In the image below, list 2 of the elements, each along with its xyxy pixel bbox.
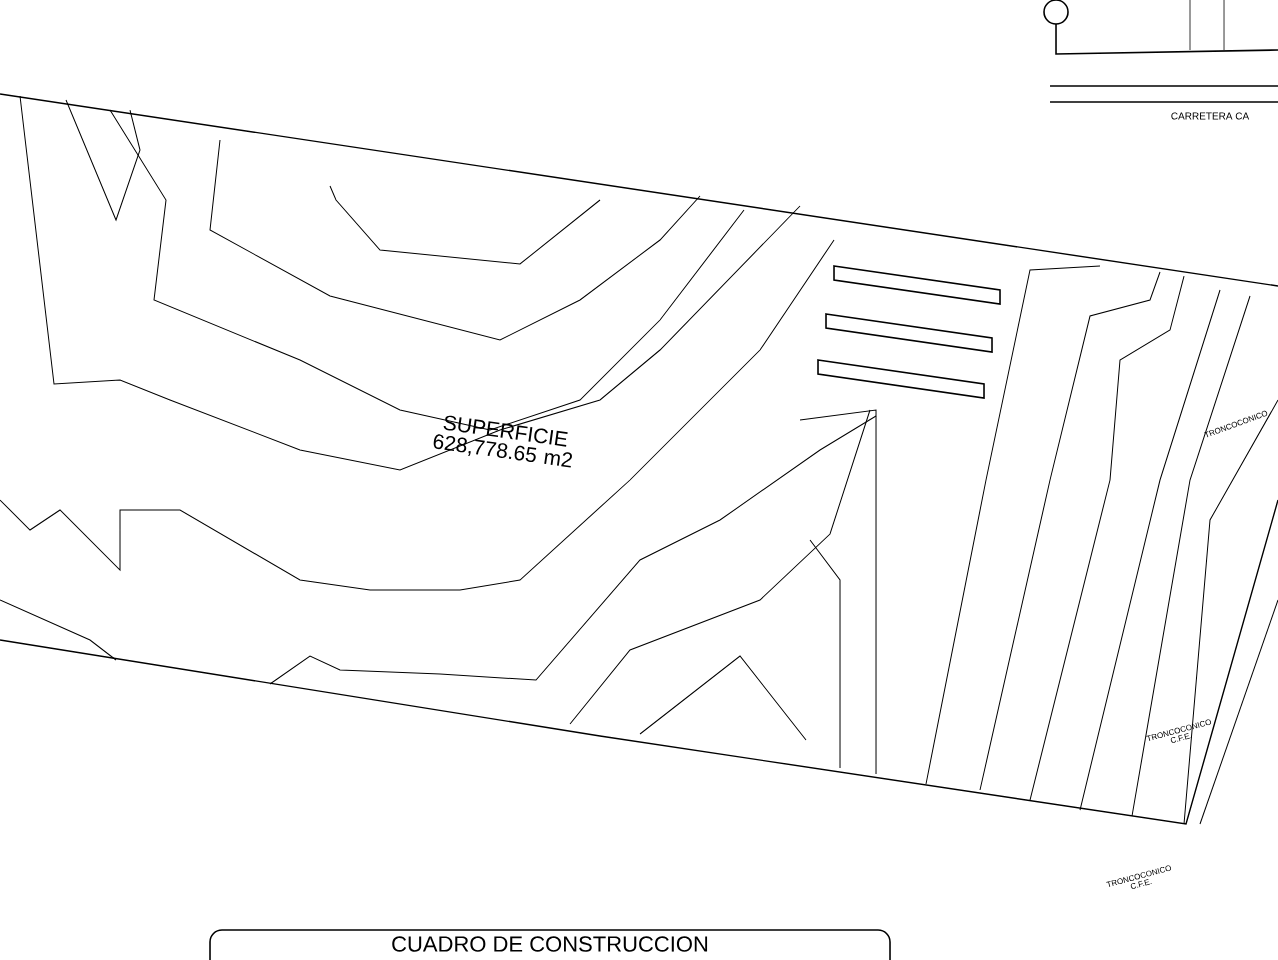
table-title: CUADRO DE CONSTRUCCION (392, 936, 708, 952)
area-label: SUPERFICIE 628,778.65 m2 (433, 415, 572, 468)
